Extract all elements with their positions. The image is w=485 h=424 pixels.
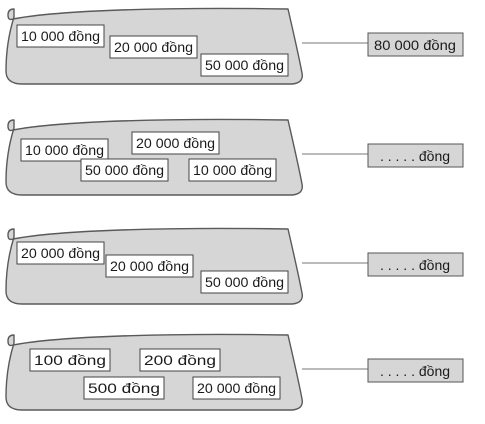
bank-note-label: 20 000 đồng	[114, 39, 193, 55]
bank-note-frame	[20, 138, 109, 162]
bank-note: 20 000 đồng	[109, 35, 198, 59]
bank-note-label: 20 000 đồng	[136, 135, 215, 151]
total-answer-frame	[367, 32, 464, 57]
bank-note-label: 50 000 đồng	[85, 162, 164, 178]
bank-note-frame	[200, 53, 289, 77]
total-answer-box[interactable]: 80 000 đồng	[367, 32, 464, 57]
bank-note: 100 đồng	[29, 348, 111, 372]
wallet-group-3: 20 000 đồng 20 000 đồng 50 000 đồng . . . .…	[5, 227, 464, 305]
bank-note: 10 000 đồng	[188, 158, 277, 182]
bank-note-frame	[139, 348, 221, 372]
total-answer-frame	[367, 143, 464, 168]
bank-note-frame	[83, 376, 165, 400]
bank-note-frame	[109, 35, 198, 59]
wallet-group-4: 100 đồng 200 đồng 500 đồng 20 000 đồng . . .…	[5, 333, 464, 411]
bank-note-label: 50 000 đồng	[205, 57, 284, 73]
total-answer-box[interactable]: . . . . . đồng	[367, 358, 464, 383]
total-answer-label: . . . . . đồng	[380, 257, 450, 273]
bank-note-frame	[131, 131, 220, 155]
total-answer-label: . . . . . đồng	[380, 148, 450, 164]
wallet-group-1: 10 000 đồng 20 000 đồng 50 000 đồng 80 000 …	[5, 7, 464, 85]
total-answer-box[interactable]: . . . . . đồng	[367, 252, 464, 277]
bank-note: 20 000 đồng	[16, 241, 105, 265]
bank-note-label: 50 000 đồng	[205, 274, 284, 290]
bank-note-frame	[16, 24, 105, 48]
total-answer-frame	[367, 252, 464, 277]
bank-note-frame	[80, 158, 169, 182]
bank-note-frame	[188, 158, 277, 182]
bank-note-label: 20 000 đồng	[21, 245, 100, 261]
bank-note-label: 10 000 đồng	[193, 162, 272, 178]
bank-note: 50 000 đồng	[80, 158, 169, 182]
bank-note: 10 000 đồng	[16, 24, 105, 48]
bank-note: 20 000 đồng	[131, 131, 220, 155]
bank-note-label: 500 đồng	[88, 380, 160, 396]
total-answer-box[interactable]: . . . . . đồng	[367, 143, 464, 168]
bank-note-label: 20 000 đồng	[197, 380, 276, 396]
bank-note-frame	[16, 241, 105, 265]
bank-note: 50 000 đồng	[200, 53, 289, 77]
total-answer-label: 80 000 đồng	[374, 37, 456, 53]
bank-note-label: 100 đồng	[34, 352, 106, 368]
total-answer-label: . . . . . đồng	[380, 363, 450, 379]
bank-note: 10 000 đồng	[20, 138, 109, 162]
bank-note: 200 đồng	[139, 348, 221, 372]
total-answer-frame	[367, 358, 464, 383]
wallet-group-2: 10 000 đồng 20 000 đồng 50 000 đồng 10 000 …	[5, 118, 464, 196]
bank-note: 500 đồng	[83, 376, 165, 400]
bank-note: 50 000 đồng	[200, 270, 289, 294]
bank-note: 20 000 đồng	[192, 376, 281, 400]
bank-note-frame	[200, 270, 289, 294]
bank-note-frame	[105, 254, 194, 278]
bank-note-label: 10 000 đồng	[25, 142, 104, 158]
bank-note-label: 20 000 đồng	[110, 258, 189, 274]
bank-note: 20 000 đồng	[105, 254, 194, 278]
bank-note-frame	[192, 376, 281, 400]
bank-note-frame	[29, 348, 111, 372]
bank-note-label: 200 đồng	[144, 352, 216, 368]
bank-note-label: 10 000 đồng	[21, 28, 100, 44]
